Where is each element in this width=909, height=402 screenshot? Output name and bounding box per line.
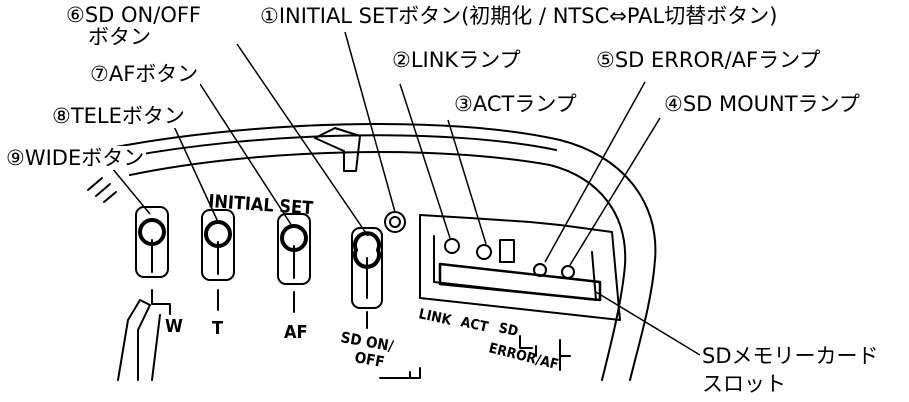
callout-sd-error-af-lamp: ⑤SD ERROR/AFランプ (594, 48, 823, 72)
callout-wide-button-text: ⑨WIDEボタン (6, 146, 145, 170)
act-lamp (476, 244, 492, 260)
callout-initial-set-text: ①INITIAL SETボタン(初期化 / NTSC⇔PAL切替ボタン) (260, 4, 778, 28)
leader-act (447, 119, 487, 245)
sd-onoff-button (351, 227, 383, 309)
leader-sd-onoff (236, 43, 369, 237)
callout-sd-onoff-line1: ⑥SD ON/OFF (66, 3, 202, 27)
act-label: ACT (459, 314, 490, 335)
leader-link (399, 83, 451, 239)
tool (117, 299, 161, 381)
wide-button (135, 206, 169, 278)
leader-sd-slot (595, 291, 701, 356)
callout-sd-card-slot-line1: SDメモリーカード (702, 344, 879, 368)
callout-tele-button: ⑧TELEボタン (50, 104, 187, 128)
wide-label: W (165, 316, 183, 337)
sd-mount-lamp (561, 265, 575, 279)
callout-sd-card-slot: SDメモリーカード スロット (700, 342, 881, 398)
housing-top-edge (109, 134, 557, 161)
act-lamp-housing (499, 239, 515, 263)
leader-wide (111, 167, 151, 215)
callout-sd-onoff-line2: ボタン (88, 25, 151, 49)
hatch-mark (87, 177, 117, 203)
sd-card-slot (438, 262, 602, 302)
leader-initial-set (344, 31, 396, 213)
af-label: AF (284, 322, 308, 343)
callout-act-lamp-text: ③ACTランプ (454, 92, 577, 116)
sd-onoff-label-2: OFF (353, 348, 386, 371)
callout-sd-mount-lamp: ④SD MOUNTランプ (662, 92, 862, 116)
callout-sd-mount-lamp-text: ④SD MOUNTランプ (664, 92, 860, 116)
callout-initial-set: ①INITIAL SETボタン(初期化 / NTSC⇔PAL切替ボタン) (258, 4, 780, 28)
latch (314, 127, 361, 172)
error-af-label: ERROR/AF (487, 340, 560, 373)
tele-label: T (212, 318, 223, 339)
lamp-panel (419, 214, 621, 321)
housing-inner-rim (129, 151, 627, 381)
leader-sd-error (544, 81, 646, 263)
link-label: LINK (417, 306, 454, 329)
callout-link-lamp: ②LINKランプ (390, 48, 523, 72)
link-lamp (444, 238, 460, 254)
housing-outline (99, 123, 657, 381)
callout-link-lamp-text: ②LINKランプ (392, 48, 521, 72)
tele-button (201, 209, 235, 281)
callout-tele-button-text: ⑧TELEボタン (52, 104, 185, 128)
callout-sd-card-slot-line2: スロット (702, 372, 786, 396)
callout-act-lamp: ③ACTランプ (452, 92, 579, 116)
panel-initial-set-label: INITIAL SET (208, 191, 314, 219)
sd-label: SD (497, 320, 519, 340)
sd-error-lamp (533, 263, 547, 277)
callout-sd-onoff: ⑥SD ON/OFF ボタン (64, 3, 204, 49)
leader-af (199, 83, 293, 227)
callout-wide-button: ⑨WIDEボタン (4, 146, 147, 170)
leader-sd-mount (569, 117, 661, 266)
callout-af-button-text: ⑦AFボタン (90, 62, 199, 86)
leader-tele (171, 121, 219, 223)
af-button (277, 213, 311, 285)
callout-af-button: ⑦AFボタン (88, 62, 201, 86)
initial-set-button (384, 211, 406, 233)
callout-sd-error-af-lamp-text: ⑤SD ERROR/AFランプ (596, 48, 821, 72)
